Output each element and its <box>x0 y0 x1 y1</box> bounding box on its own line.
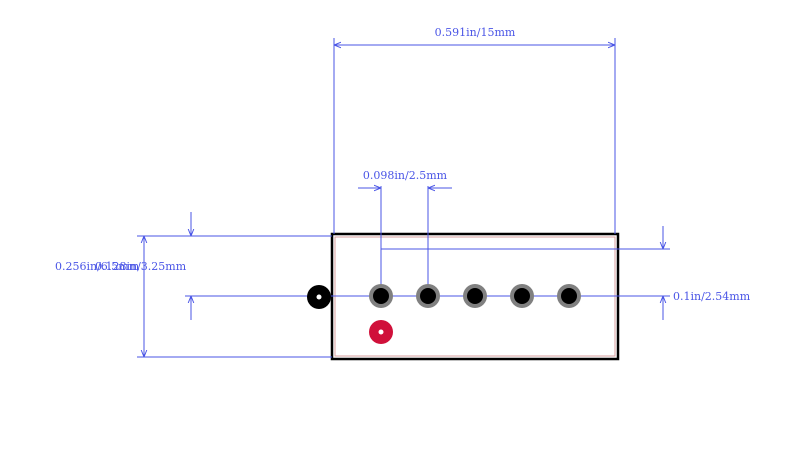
pin-pitch-label: 0.098in/2.5mm <box>363 169 448 182</box>
pin-offset-dimension: 0.128in/3.25mm <box>95 212 191 320</box>
reference-pad <box>307 285 331 309</box>
row-offset-dimension: 0.1in/2.54mm <box>663 226 751 320</box>
pin-pitch-dimension: 0.098in/2.5mm <box>358 169 452 188</box>
pin-offset-label: 0.128in/3.25mm <box>95 260 187 273</box>
pin-pad <box>557 284 581 308</box>
pin-one-marker <box>369 320 393 344</box>
overall-width-dimension: 0.591in/15mm <box>334 26 615 45</box>
pin-pad <box>369 284 393 308</box>
body-height-dimension: 0.256in/6.5mm <box>55 236 144 357</box>
pin-pad <box>510 284 534 308</box>
overall-width-label: 0.591in/15mm <box>435 26 516 39</box>
body-height-label: 0.256in/6.5mm <box>55 260 140 273</box>
extension-lines <box>137 38 670 358</box>
pin-pad <box>416 284 440 308</box>
row-offset-label: 0.1in/2.54mm <box>673 290 751 303</box>
pin-pad <box>463 284 487 308</box>
